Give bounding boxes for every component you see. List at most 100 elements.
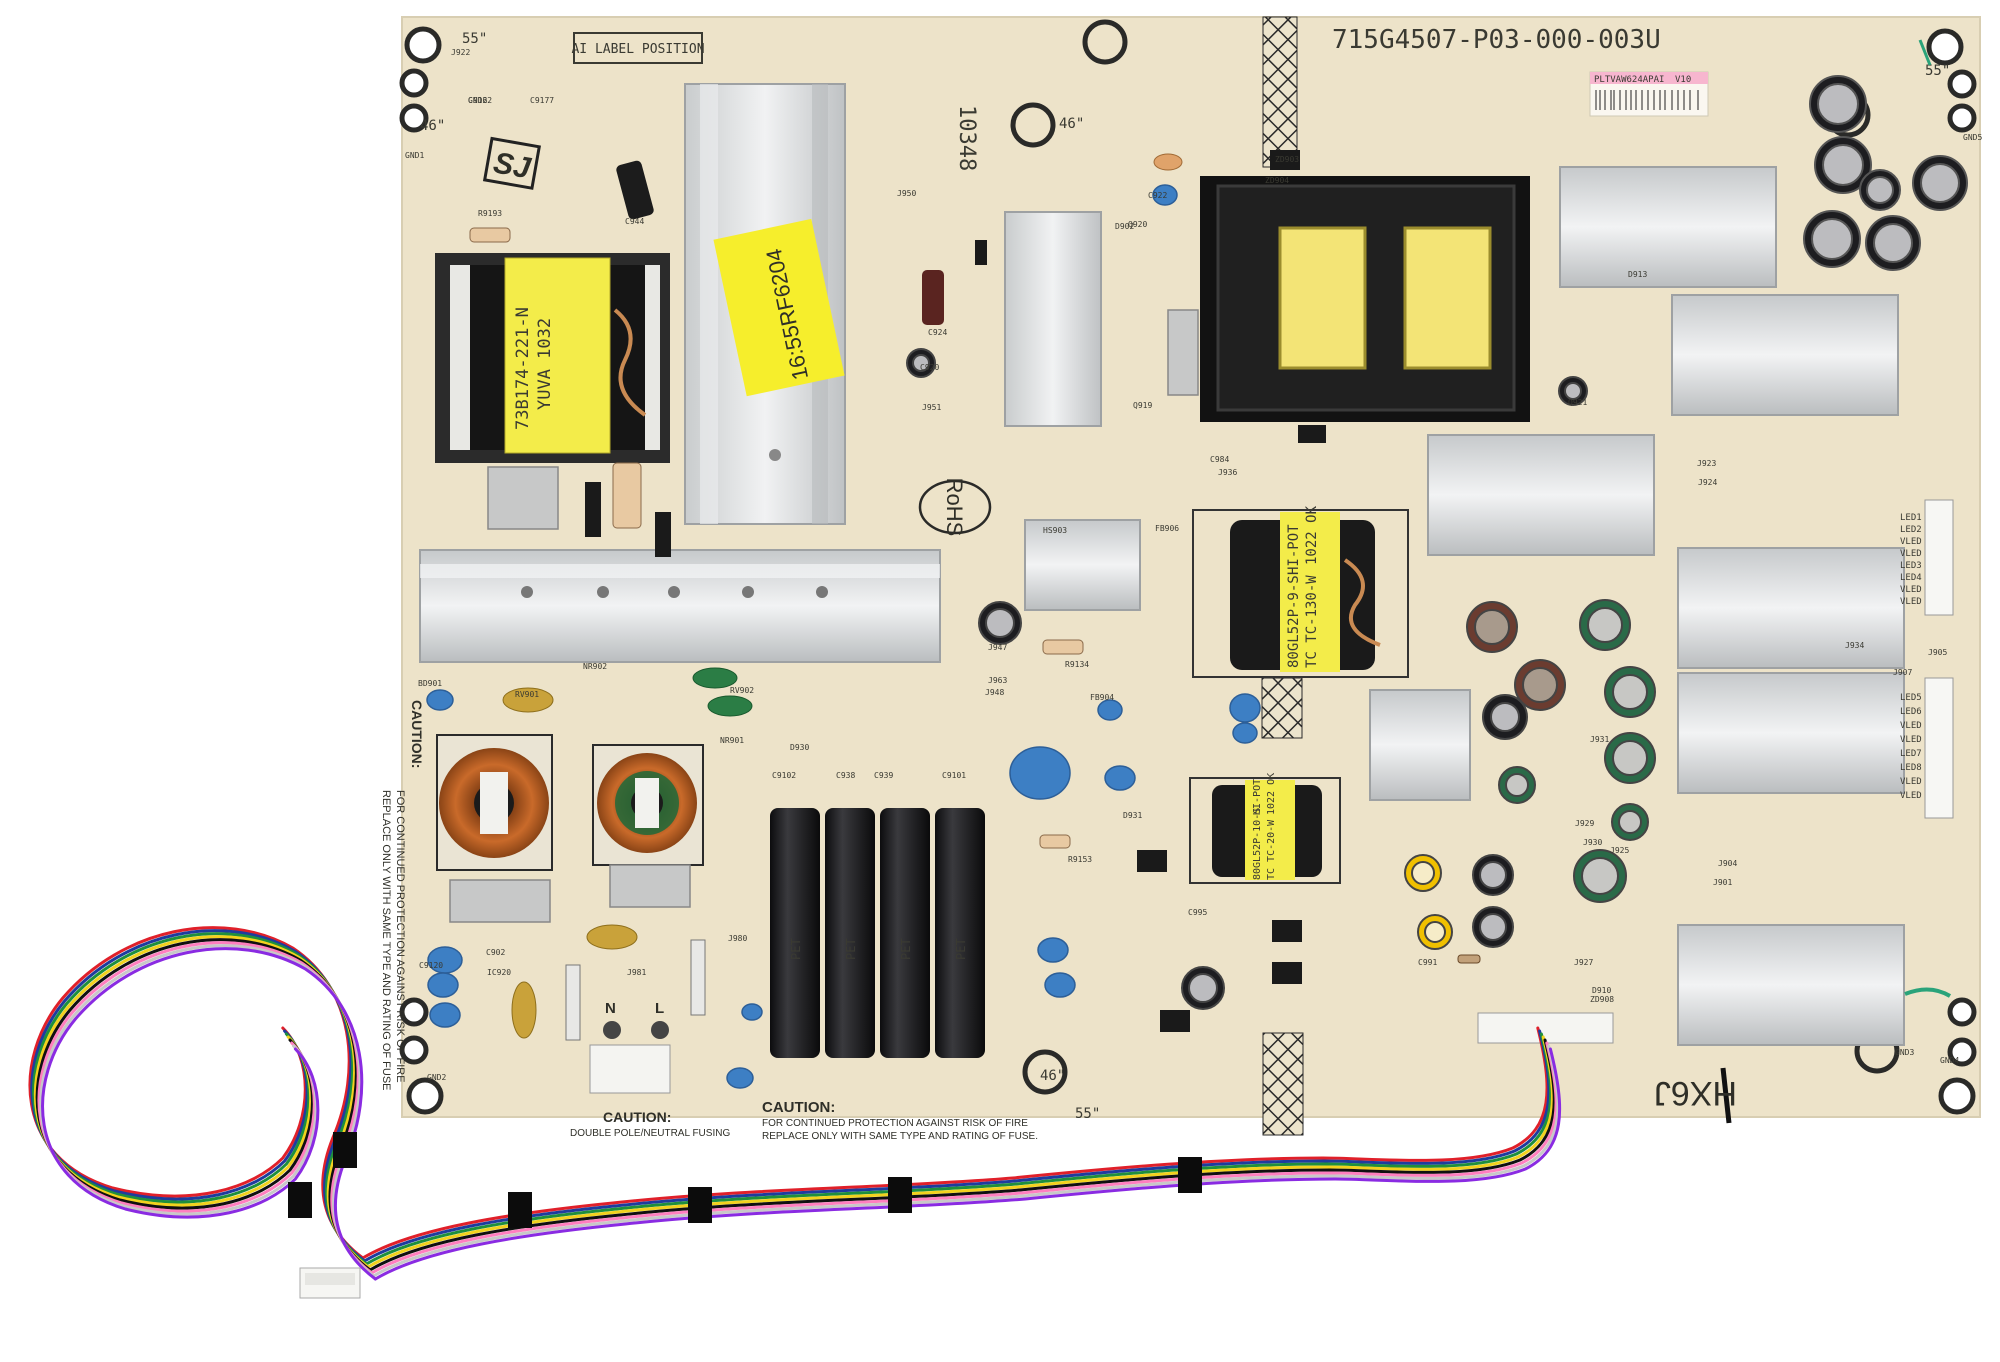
ref-designator: J907 xyxy=(1893,668,1912,677)
ref-designator: C995 xyxy=(1188,908,1207,917)
ref-designator: J904 xyxy=(1718,859,1737,868)
input-label-n: N xyxy=(605,1000,616,1017)
blue-ceramic-caps xyxy=(426,184,1261,1089)
svg-text:PET: PET xyxy=(789,938,803,960)
harness-wire xyxy=(361,1026,1549,1260)
ref-designator: J947 xyxy=(988,643,1007,652)
part-number: 715G4507-P03-000-003U xyxy=(1332,25,1661,55)
svg-text:LED1: LED1 xyxy=(1900,513,1922,523)
harness-tape xyxy=(333,1132,357,1168)
ics xyxy=(1137,150,1326,1032)
caution-bottom: CAUTION: FOR CONTINUED PROTECTION AGAINS… xyxy=(570,1099,1038,1142)
svg-text:VLED: VLED xyxy=(1900,549,1922,559)
mounting-holes xyxy=(399,19,1977,1115)
ref-designator: D930 xyxy=(790,743,809,752)
ref-designator: D902 xyxy=(1115,222,1134,231)
svg-text:FOR CONTINUED PROTECTION AGAIN: FOR CONTINUED PROTECTION AGAINST RISK OF… xyxy=(394,790,406,1083)
ref-designator: R9134 xyxy=(1065,660,1089,669)
svg-text:LED3: LED3 xyxy=(1900,561,1922,571)
ref-designator: J934 xyxy=(1845,641,1864,650)
transformer-main xyxy=(1200,176,1530,422)
ref-designator: J981 xyxy=(627,968,646,977)
ref-designator: C9122 xyxy=(468,96,492,105)
svg-text:46": 46" xyxy=(420,118,445,134)
harness-tape xyxy=(888,1177,912,1213)
svg-text:PET: PET xyxy=(899,938,913,960)
svg-text:VLED: VLED xyxy=(1900,735,1922,745)
yellow-note: 16:55RF6204 xyxy=(713,218,845,397)
heatsink-long xyxy=(419,549,941,663)
svg-text:HX6J: HX6J xyxy=(1654,1074,1737,1112)
ref-designator: C938 xyxy=(836,771,855,780)
svg-text:55": 55" xyxy=(1075,1106,1100,1122)
ref-designator: Q920 xyxy=(1128,220,1147,229)
svg-text:LED2: LED2 xyxy=(1900,525,1922,535)
ref-designator: C902 xyxy=(486,948,505,957)
ref-designator: J930 xyxy=(1583,838,1602,847)
ref-designator: GND6 xyxy=(468,96,487,105)
harness-wire xyxy=(32,932,368,1266)
svg-text:CAUTION:: CAUTION: xyxy=(409,700,425,768)
ref-designator: J922 xyxy=(451,48,470,57)
ai-label-text: AI LABEL POSITION xyxy=(571,42,704,57)
harness-tape xyxy=(1178,1157,1202,1193)
svg-text:LED7: LED7 xyxy=(1900,749,1922,759)
svg-text:V10: V10 xyxy=(1675,75,1691,85)
svg-text:VLED: VLED xyxy=(1900,777,1922,787)
svg-text:TC TC-130-W: TC TC-130-W xyxy=(1304,575,1320,668)
svg-text:VLED: VLED xyxy=(1900,537,1922,547)
harness-wire xyxy=(363,1029,1551,1263)
date-code: 10348 xyxy=(954,105,979,171)
svg-text:VLED: VLED xyxy=(1900,791,1922,801)
svg-text:REPLACE ONLY WITH SAME TYPE AN: REPLACE ONLY WITH SAME TYPE AND RATING O… xyxy=(762,1131,1038,1142)
ref-designator: NR902 xyxy=(583,662,607,671)
ref-designator: J963 xyxy=(988,676,1007,685)
choke-left xyxy=(436,734,553,871)
transformer-mid: 80GL52P-9-S TC TC-130-W HI-POT 1022 OK xyxy=(1192,505,1409,678)
svg-text:REPLACE ONLY WITH SAME TYPE AN: REPLACE ONLY WITH SAME TYPE AND RATING O… xyxy=(380,790,392,1091)
svg-text:46": 46" xyxy=(1059,116,1084,132)
svg-text:VLED: VLED xyxy=(1900,597,1922,607)
ref-designator: RV901 xyxy=(515,690,539,699)
ref-designator: C924 xyxy=(928,328,947,337)
ref-designator: FB904 xyxy=(1090,693,1114,702)
rohs-mark: RoHS xyxy=(918,478,992,536)
ref-designator: C944 xyxy=(625,217,644,226)
svg-text:VLED: VLED xyxy=(1900,585,1922,595)
ref-designator: IC920 xyxy=(487,968,511,977)
wire-harness xyxy=(28,926,1562,1281)
svg-text:46": 46" xyxy=(1040,1068,1065,1084)
ref-designator: C939 xyxy=(874,771,893,780)
ref-designator: NR901 xyxy=(720,736,744,745)
transformer-standby: 73B174-221-N YUVA 1032 xyxy=(435,253,670,463)
harness-wire xyxy=(30,929,367,1263)
svg-text:YUVA 1032: YUVA 1032 xyxy=(535,318,555,410)
ref-designator: J927 xyxy=(1574,958,1593,967)
svg-text:SJ: SJ xyxy=(491,146,534,185)
output-connector xyxy=(1477,1012,1614,1044)
ref-designator: C922 xyxy=(1148,191,1167,200)
ref-designator: GND5 xyxy=(1963,133,1982,142)
harness-wire xyxy=(28,926,365,1260)
caution-left: CAUTION: FOR CONTINUED PROTECTION AGAINS… xyxy=(380,700,425,1091)
ref-designator: C984 xyxy=(1210,455,1229,464)
ref-designator: BD901 xyxy=(418,679,442,688)
ref-designator: R9193 xyxy=(478,209,502,218)
svg-text:PET: PET xyxy=(844,938,858,960)
ref-designator: D910 xyxy=(1592,986,1611,995)
ref-designator: C920 xyxy=(920,363,939,372)
ref-designator: D931 xyxy=(1123,811,1142,820)
harness-wire xyxy=(368,1038,1556,1272)
svg-text:1022 OK: 1022 OK xyxy=(1266,773,1277,815)
svg-text:80GL52P-9-S: 80GL52P-9-S xyxy=(1286,575,1302,668)
svg-text:55": 55" xyxy=(1925,63,1950,79)
ref-designator: GND3 xyxy=(1895,1048,1914,1057)
ref-designator: C9101 xyxy=(942,771,966,780)
x-capacitors xyxy=(449,309,1199,923)
svg-text:LED6: LED6 xyxy=(1900,707,1922,717)
svg-text:80GL52P-10-S: 80GL52P-10-S xyxy=(1252,808,1263,880)
ref-designator: J980 xyxy=(728,934,747,943)
ref-designator: J951 xyxy=(922,403,941,412)
harness-wire xyxy=(364,1032,1553,1266)
